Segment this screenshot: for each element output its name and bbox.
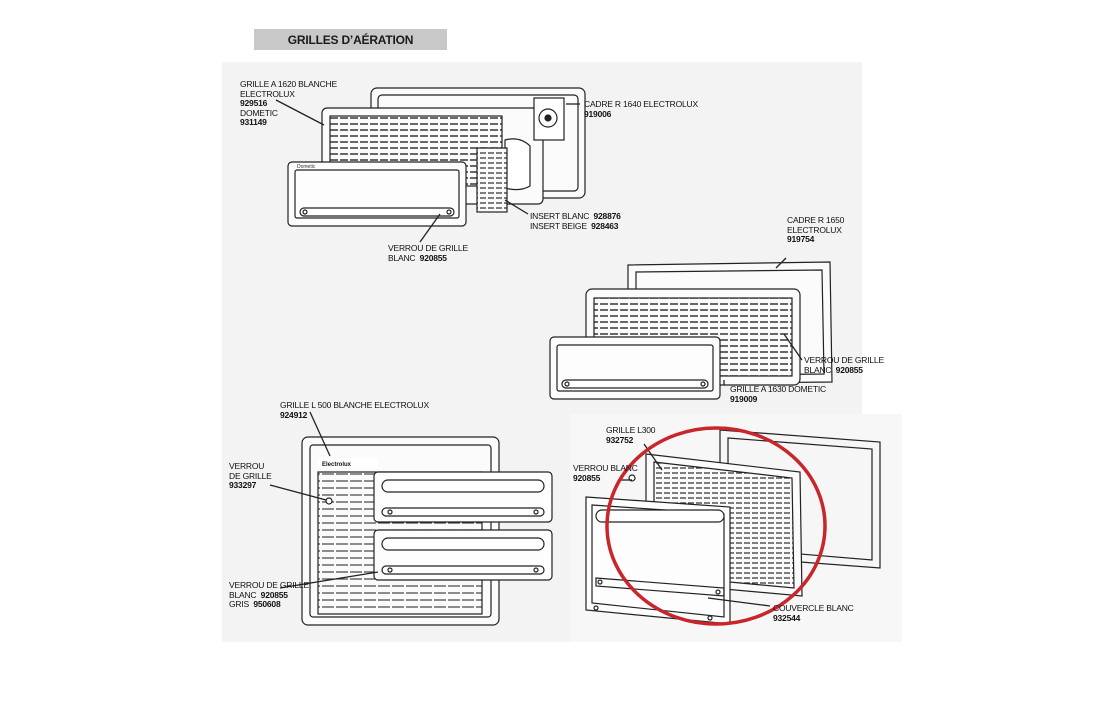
- label-grille-l300: GRILLE L300 932752: [606, 425, 656, 445]
- label-verrou-blanc: VERROU BLANC 920855: [573, 463, 638, 483]
- label-grille-a1620: GRILLE A 1620 BLANCHE ELECTROLUX 929516 …: [240, 79, 337, 127]
- highlight-ellipse: [605, 426, 827, 626]
- group-l500: Electrolux: [301, 436, 553, 626]
- label-couvercle-blanc: COUVERCLE BLANC 932544: [773, 603, 854, 623]
- leader-lines: [269, 99, 803, 607]
- label-verrou-grille-4: VERROU DE GRILLE BLANC 920855 GRIS 95060…: [229, 580, 309, 609]
- label-verrou-grille-1: VERROU DE GRILLE BLANC 920855: [388, 243, 468, 263]
- label-verrou-grille-2: VERROU DE GRILLE BLANC 920855: [804, 355, 884, 375]
- section-title-bar: GRILLES D’AÉRATION: [254, 29, 447, 50]
- group-l300: [585, 429, 881, 625]
- section-title: GRILLES D’AÉRATION: [287, 32, 414, 47]
- label-cadre-r1650: CADRE R 1650 ELECTROLUX 919754: [787, 215, 845, 244]
- group-a1630: [549, 261, 833, 400]
- svg-text:Dometic: Dometic: [297, 164, 316, 170]
- label-grille-l500: GRILLE L 500 BLANCHE ELECTROLUX 924912: [280, 400, 429, 420]
- label-insert: INSERT BLANC 928876 INSERT BEIGE 928463: [530, 211, 621, 231]
- group-a1620: Dometic: [287, 87, 586, 227]
- label-grille-a1630: GRILLE A 1630 DOMETIC 919009: [730, 384, 826, 404]
- label-verrou-de-grille-3: VERROU DE GRILLE 933297: [229, 461, 272, 490]
- svg-text:Electrolux: Electrolux: [322, 462, 352, 468]
- label-cadre-r1640: CADRE R 1640 ELECTROLUX 919006: [584, 99, 698, 119]
